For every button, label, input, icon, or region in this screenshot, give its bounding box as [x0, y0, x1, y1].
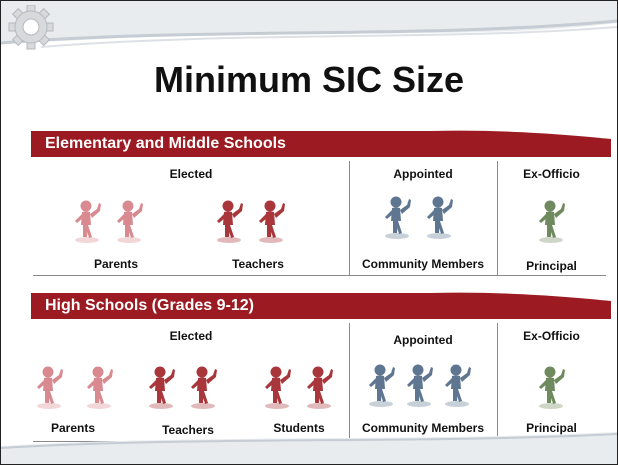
group-label-community-members: Community Members: [361, 421, 485, 435]
person-figure-community-members: [441, 363, 475, 407]
person-figure-community-members: [403, 363, 437, 407]
person-figure-community-members: [423, 195, 457, 239]
person-figure-community-members: [381, 195, 415, 239]
person-figure-parents: [33, 365, 67, 409]
group-label-principal: Principal: [526, 259, 577, 273]
person-figure-principal: [535, 365, 569, 409]
bottom-swoosh-decoration: [1, 432, 617, 464]
group-label-community-members: Community Members: [361, 257, 485, 271]
section-elementary: Elected Appointed Ex-Officio Parents Tea…: [33, 161, 606, 276]
appointed-header: Appointed: [393, 167, 453, 181]
person-figure-community-members: [365, 363, 399, 407]
exofficio-header: Ex-Officio: [523, 167, 580, 181]
divider: [497, 161, 498, 275]
elected-header: Elected: [169, 167, 213, 181]
person-figure-parents: [71, 199, 105, 243]
divider: [349, 161, 350, 275]
group-label-principal: Principal: [526, 421, 577, 435]
section-band-elementary: [31, 130, 611, 157]
group-label-teachers: Teachers: [232, 257, 284, 271]
person-figure-teachers: [213, 199, 247, 243]
section-heading-elementary: Elementary and Middle Schools: [45, 135, 286, 152]
gear-icon: [8, 5, 54, 50]
group-label-students: Students: [273, 421, 325, 435]
group-label-teachers: Teachers: [162, 423, 214, 437]
page-title: Minimum SIC Size: [153, 59, 465, 100]
section-high: Elected Appointed Ex-Officio Parents Tea…: [33, 323, 606, 442]
person-figure-parents: [113, 199, 147, 243]
group-label-parents: Parents: [50, 421, 96, 435]
section-band-high: [31, 292, 611, 319]
section-heading-high: High Schools (Grades 9-12): [45, 297, 254, 314]
person-figure-teachers: [255, 199, 289, 243]
elected-header: Elected: [169, 329, 213, 343]
person-figure-teachers: [145, 365, 179, 409]
top-swoosh-decoration: [1, 1, 617, 48]
person-figure-principal: [535, 199, 569, 243]
person-figure-parents: [83, 365, 117, 409]
group-label-parents: Parents: [93, 257, 139, 271]
appointed-header: Appointed: [393, 333, 453, 347]
exofficio-header: Ex-Officio: [523, 329, 580, 343]
divider: [349, 323, 350, 441]
person-figure-students: [261, 365, 295, 409]
divider: [497, 323, 498, 441]
person-figure-teachers: [187, 365, 221, 409]
person-figure-students: [303, 365, 337, 409]
